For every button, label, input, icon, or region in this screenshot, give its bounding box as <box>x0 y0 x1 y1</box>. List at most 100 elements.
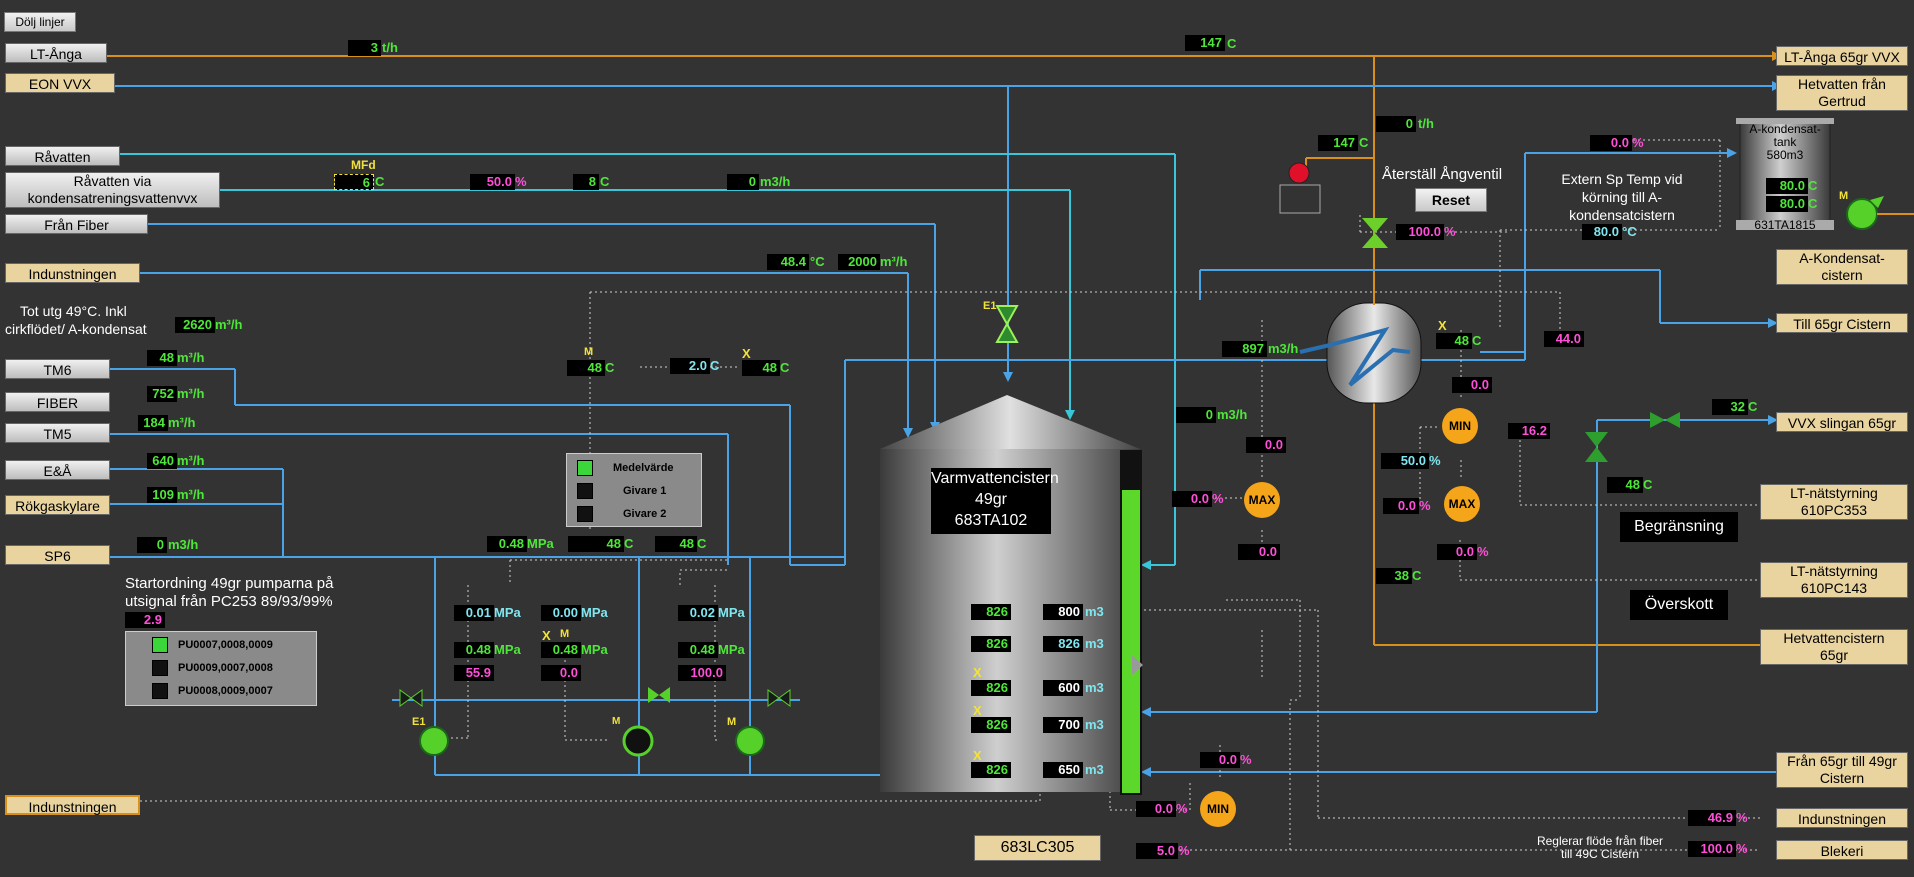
source-fran-65gr-l2: Cistern <box>1819 770 1865 786</box>
min1-out-value: 50.0 <box>1381 453 1429 469</box>
extern-sp-line1: Extern Sp Temp vid <box>1561 171 1683 187</box>
header-temp1-unit: C <box>624 536 634 551</box>
tot-utg-line1: Tot utg 49°C. Inkl <box>20 303 127 319</box>
e1-label-valve: E1 <box>983 300 997 312</box>
level-5-value: 826 <box>971 762 1011 778</box>
volume-2-unit: m3 <box>1085 636 1104 651</box>
givare2-indicator[interactable] <box>577 506 593 522</box>
pump3-press-value: 0.48 <box>678 642 718 658</box>
reglerar-line1: Reglerar flöde från fiber <box>1536 834 1664 848</box>
mfd-label: MFd <box>351 158 376 172</box>
vvx-temp-value: 32 <box>1712 399 1748 415</box>
consumer-fiber[interactable]: FIBER <box>5 392 110 412</box>
volume-5-unit: m3 <box>1085 762 1104 777</box>
dest-a-kondensat-l2: cistern <box>1821 267 1863 283</box>
consumer-indunstningen[interactable]: Indunstningen <box>5 795 140 815</box>
ravatten-pct-unit: % <box>515 174 527 189</box>
steam-flow-unit: t/h <box>1418 116 1434 131</box>
tm6-flow-unit: m³/h <box>177 350 205 365</box>
blekeri-out-unit: % <box>1736 841 1748 856</box>
medel-indicator[interactable] <box>577 460 593 476</box>
a-tank-tag: 631TA1815 <box>1754 218 1816 232</box>
source-indunstningen[interactable]: Indunstningen <box>5 263 140 283</box>
m-label-flag: M <box>560 628 570 640</box>
begransning-box: Begränsning <box>1620 512 1738 542</box>
tm5-flow-unit: m³/h <box>168 415 196 430</box>
tot-flow-value: 2620 <box>175 317 215 333</box>
overskott-box: Överskott <box>1630 590 1728 620</box>
order2-indicator[interactable] <box>152 660 168 676</box>
min2-left-value: 0.0 <box>1136 801 1176 817</box>
consumer-sp6[interactable]: SP6 <box>5 545 110 565</box>
order1-indicator[interactable] <box>152 637 168 653</box>
consumer-tm5[interactable]: TM5 <box>5 423 110 443</box>
cistern-title-l1: Varmvattencistern <box>931 470 1059 487</box>
dest-lt-nat-143[interactable]: LT-nätstyrning 610PC143 <box>1760 562 1908 598</box>
dest-a-kondensat-l1: A-Kondensat- <box>1799 250 1885 266</box>
tank-temp1-unit: C <box>1808 178 1818 193</box>
dest-indunstningen[interactable]: Indunstningen <box>1776 808 1908 828</box>
dest-hetvatten-gertrud-l1: Hetvatten från <box>1798 76 1886 92</box>
header-temp2-value: 48 <box>655 536 697 552</box>
steam-temp2-value: 147 <box>1318 135 1358 151</box>
steam-temp-value: 147 <box>1185 35 1225 51</box>
dest-blekeri[interactable]: Blekeri <box>1776 840 1908 860</box>
ext-sp-unit: °C <box>1622 224 1637 239</box>
header-temp2-unit: C <box>697 536 707 551</box>
min1-side-value: 16.2 <box>1508 423 1550 439</box>
fiber-flow-unit: m³/h <box>177 386 205 401</box>
ravatten-temp-value: 8 <box>573 174 599 190</box>
ea-flow-value: 640 <box>147 453 177 469</box>
givare1-indicator[interactable] <box>577 483 593 499</box>
pump3-out-value: 100.0 <box>678 665 726 681</box>
volume-5-value: 650 <box>1043 762 1083 778</box>
pump1-suction-unit: MPa <box>494 605 521 620</box>
hx-temp-unit: C <box>1472 333 1482 348</box>
temp-m-value: 48 <box>567 360 605 376</box>
min2-left-unit: % <box>1176 801 1188 816</box>
min-block-2: MIN <box>1200 791 1236 827</box>
dest-hetvattencistern[interactable]: Hetvattencistern 65gr <box>1760 629 1908 665</box>
ravatten-temp-unit: C <box>600 174 610 189</box>
min-top-value: 0.0 <box>1452 377 1492 393</box>
source-ravatten-via[interactable]: Råvatten via kondensatreningsvattenvvx <box>5 172 220 208</box>
tot-utg-line2: cirkflödet/ A-kondensat <box>5 321 147 337</box>
dest-a-kondensat[interactable]: A-Kondensat- cistern <box>1776 249 1908 285</box>
volume-1-value: 800 <box>1043 604 1083 620</box>
tm5-flow-value: 184 <box>138 415 168 431</box>
hide-lines-button[interactable]: Dölj linjer <box>4 12 76 32</box>
medel-label: Medelvärde <box>613 462 674 474</box>
ravatten-flow-value: 0 <box>727 174 759 190</box>
sensor-legend: Medelvärde Givare 1 Givare 2 <box>566 453 702 527</box>
mfd-value: 6 <box>334 174 374 190</box>
x-label-4: X <box>973 665 982 680</box>
consumer-rokgaskylare[interactable]: Rökgaskylare <box>5 495 110 515</box>
dest-hetvatten-gertrud[interactable]: Hetvatten från Gertrud <box>1776 75 1908 111</box>
source-lt-anga[interactable]: LT-Ånga <box>5 43 107 63</box>
order3-indicator[interactable] <box>152 683 168 699</box>
cistern-title: Varmvattencistern 49gr 683TA102 <box>931 468 1059 534</box>
source-fran-65gr[interactable]: Från 65gr till 49gr Cistern <box>1776 752 1908 788</box>
dest-lt-nat-353[interactable]: LT-nätstyrning 610PC353 <box>1760 484 1908 520</box>
source-eon-vvx[interactable]: EON VVX <box>5 73 115 93</box>
dest-till-65gr[interactable]: Till 65gr Cistern <box>1776 313 1908 333</box>
pump2-press-unit: MPa <box>581 642 608 657</box>
reglerar-label: Reglerar flöde från fiber till 49C Ciste… <box>1500 835 1700 861</box>
startordning-label: Startordning 49gr pumparna på utsignal f… <box>125 575 333 611</box>
a-tank-line1: A-kondensat- <box>1749 122 1821 136</box>
consumer-ea[interactable]: E&Å <box>5 460 110 480</box>
lc305-label[interactable]: 683LC305 <box>974 835 1101 861</box>
dest-lt-anga-65[interactable]: LT-Ånga 65gr VVX <box>1776 46 1908 66</box>
level-1-value: 826 <box>971 604 1011 620</box>
cistern-in-flow-value: 0 <box>1176 407 1216 423</box>
consumer-tm6[interactable]: TM6 <box>5 359 110 379</box>
level-4-value: 826 <box>971 717 1011 733</box>
reset-button[interactable]: Reset <box>1415 188 1487 212</box>
m-label-temp: M <box>584 346 594 358</box>
dest-vvx-slingan[interactable]: VVX slingan 65gr <box>1776 412 1908 432</box>
tank-temp2-value: 80.0 <box>1766 196 1808 212</box>
source-ravatten[interactable]: Råvatten <box>5 146 120 166</box>
givare2-label: Givare 2 <box>623 508 667 520</box>
source-fran-fiber[interactable]: Från Fiber <box>5 214 148 234</box>
